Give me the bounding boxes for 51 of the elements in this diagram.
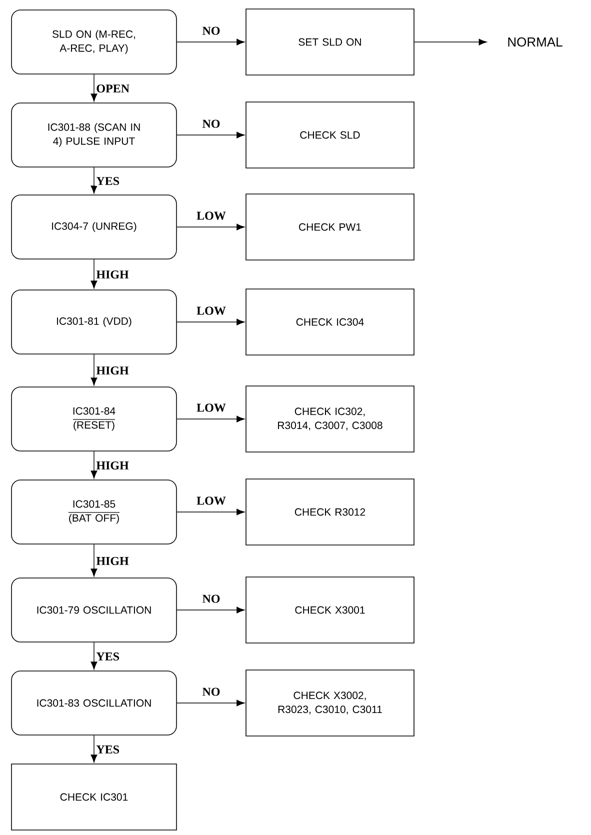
- process-box: SET SLD ON: [246, 8, 414, 76]
- arrow: [414, 38, 487, 46]
- arrow: [90, 259, 98, 289]
- edge-label: HIGH: [95, 269, 130, 280]
- arrow: [176, 700, 245, 706]
- process-box: CHECK X3001: [246, 576, 414, 644]
- arrow: [90, 167, 98, 194]
- arrow: [176, 508, 245, 516]
- process-box: CHECK SLD: [246, 102, 414, 168]
- edge-label: NO: [201, 118, 222, 129]
- edge-label: HIGH: [95, 365, 130, 376]
- decision-box: IC301-83 OSCILLATION: [11, 670, 177, 736]
- edge-label: YES: [95, 744, 121, 755]
- arrow: [90, 642, 98, 670]
- edge-label: NO: [201, 594, 222, 604]
- decision-box: SLD ON (M-REC, A-REC, PLAY): [11, 10, 177, 74]
- arrow: [176, 416, 245, 422]
- process-box: CHECK X3002, R3023, C3010, C3011: [246, 670, 414, 736]
- arrow: [176, 132, 245, 138]
- edge-label: LOW: [196, 496, 227, 506]
- edge-label: LOW: [196, 210, 227, 221]
- arrow: [176, 318, 245, 326]
- decision-box: IC301-81 (VDD): [11, 290, 177, 354]
- arrow: [90, 735, 98, 763]
- process-box: CHECK IC301: [11, 764, 177, 830]
- arrow: [90, 544, 98, 577]
- process-box: CHECK IC302, R3014, C3007, C3008: [246, 386, 414, 452]
- arrow: [90, 451, 98, 479]
- edge-label: LOW: [196, 306, 227, 316]
- edge-label: NO: [201, 26, 222, 36]
- edge-label: NO: [201, 686, 222, 697]
- decision-box: IC301-85 (BAT OFF): [11, 480, 177, 544]
- arrow: [176, 224, 245, 230]
- decision-box: IC301-79 OSCILLATION: [11, 578, 177, 642]
- edge-label: YES: [95, 651, 121, 662]
- decision-box: IC304-7 (UNREG): [11, 194, 177, 260]
- decision-box: IC301-88 (SCAN IN 4) PULSE INPUT: [11, 102, 177, 168]
- arrow: [176, 38, 245, 46]
- edge-label: OPEN: [95, 83, 131, 94]
- edge-label: HIGH: [95, 460, 130, 471]
- arrow: [90, 354, 98, 386]
- edge-label: LOW: [196, 402, 227, 413]
- process-box: CHECK IC304: [246, 288, 414, 356]
- result-text: NORMAL: [508, 37, 562, 47]
- process-box: CHECK PW1: [246, 194, 414, 260]
- decision-box: IC301-84 (RESET): [11, 386, 177, 452]
- arrow: [176, 606, 245, 614]
- edge-label: YES: [95, 176, 121, 186]
- edge-label: HIGH: [95, 556, 130, 566]
- arrow: [90, 74, 98, 102]
- process-box: CHECK R3012: [246, 478, 414, 546]
